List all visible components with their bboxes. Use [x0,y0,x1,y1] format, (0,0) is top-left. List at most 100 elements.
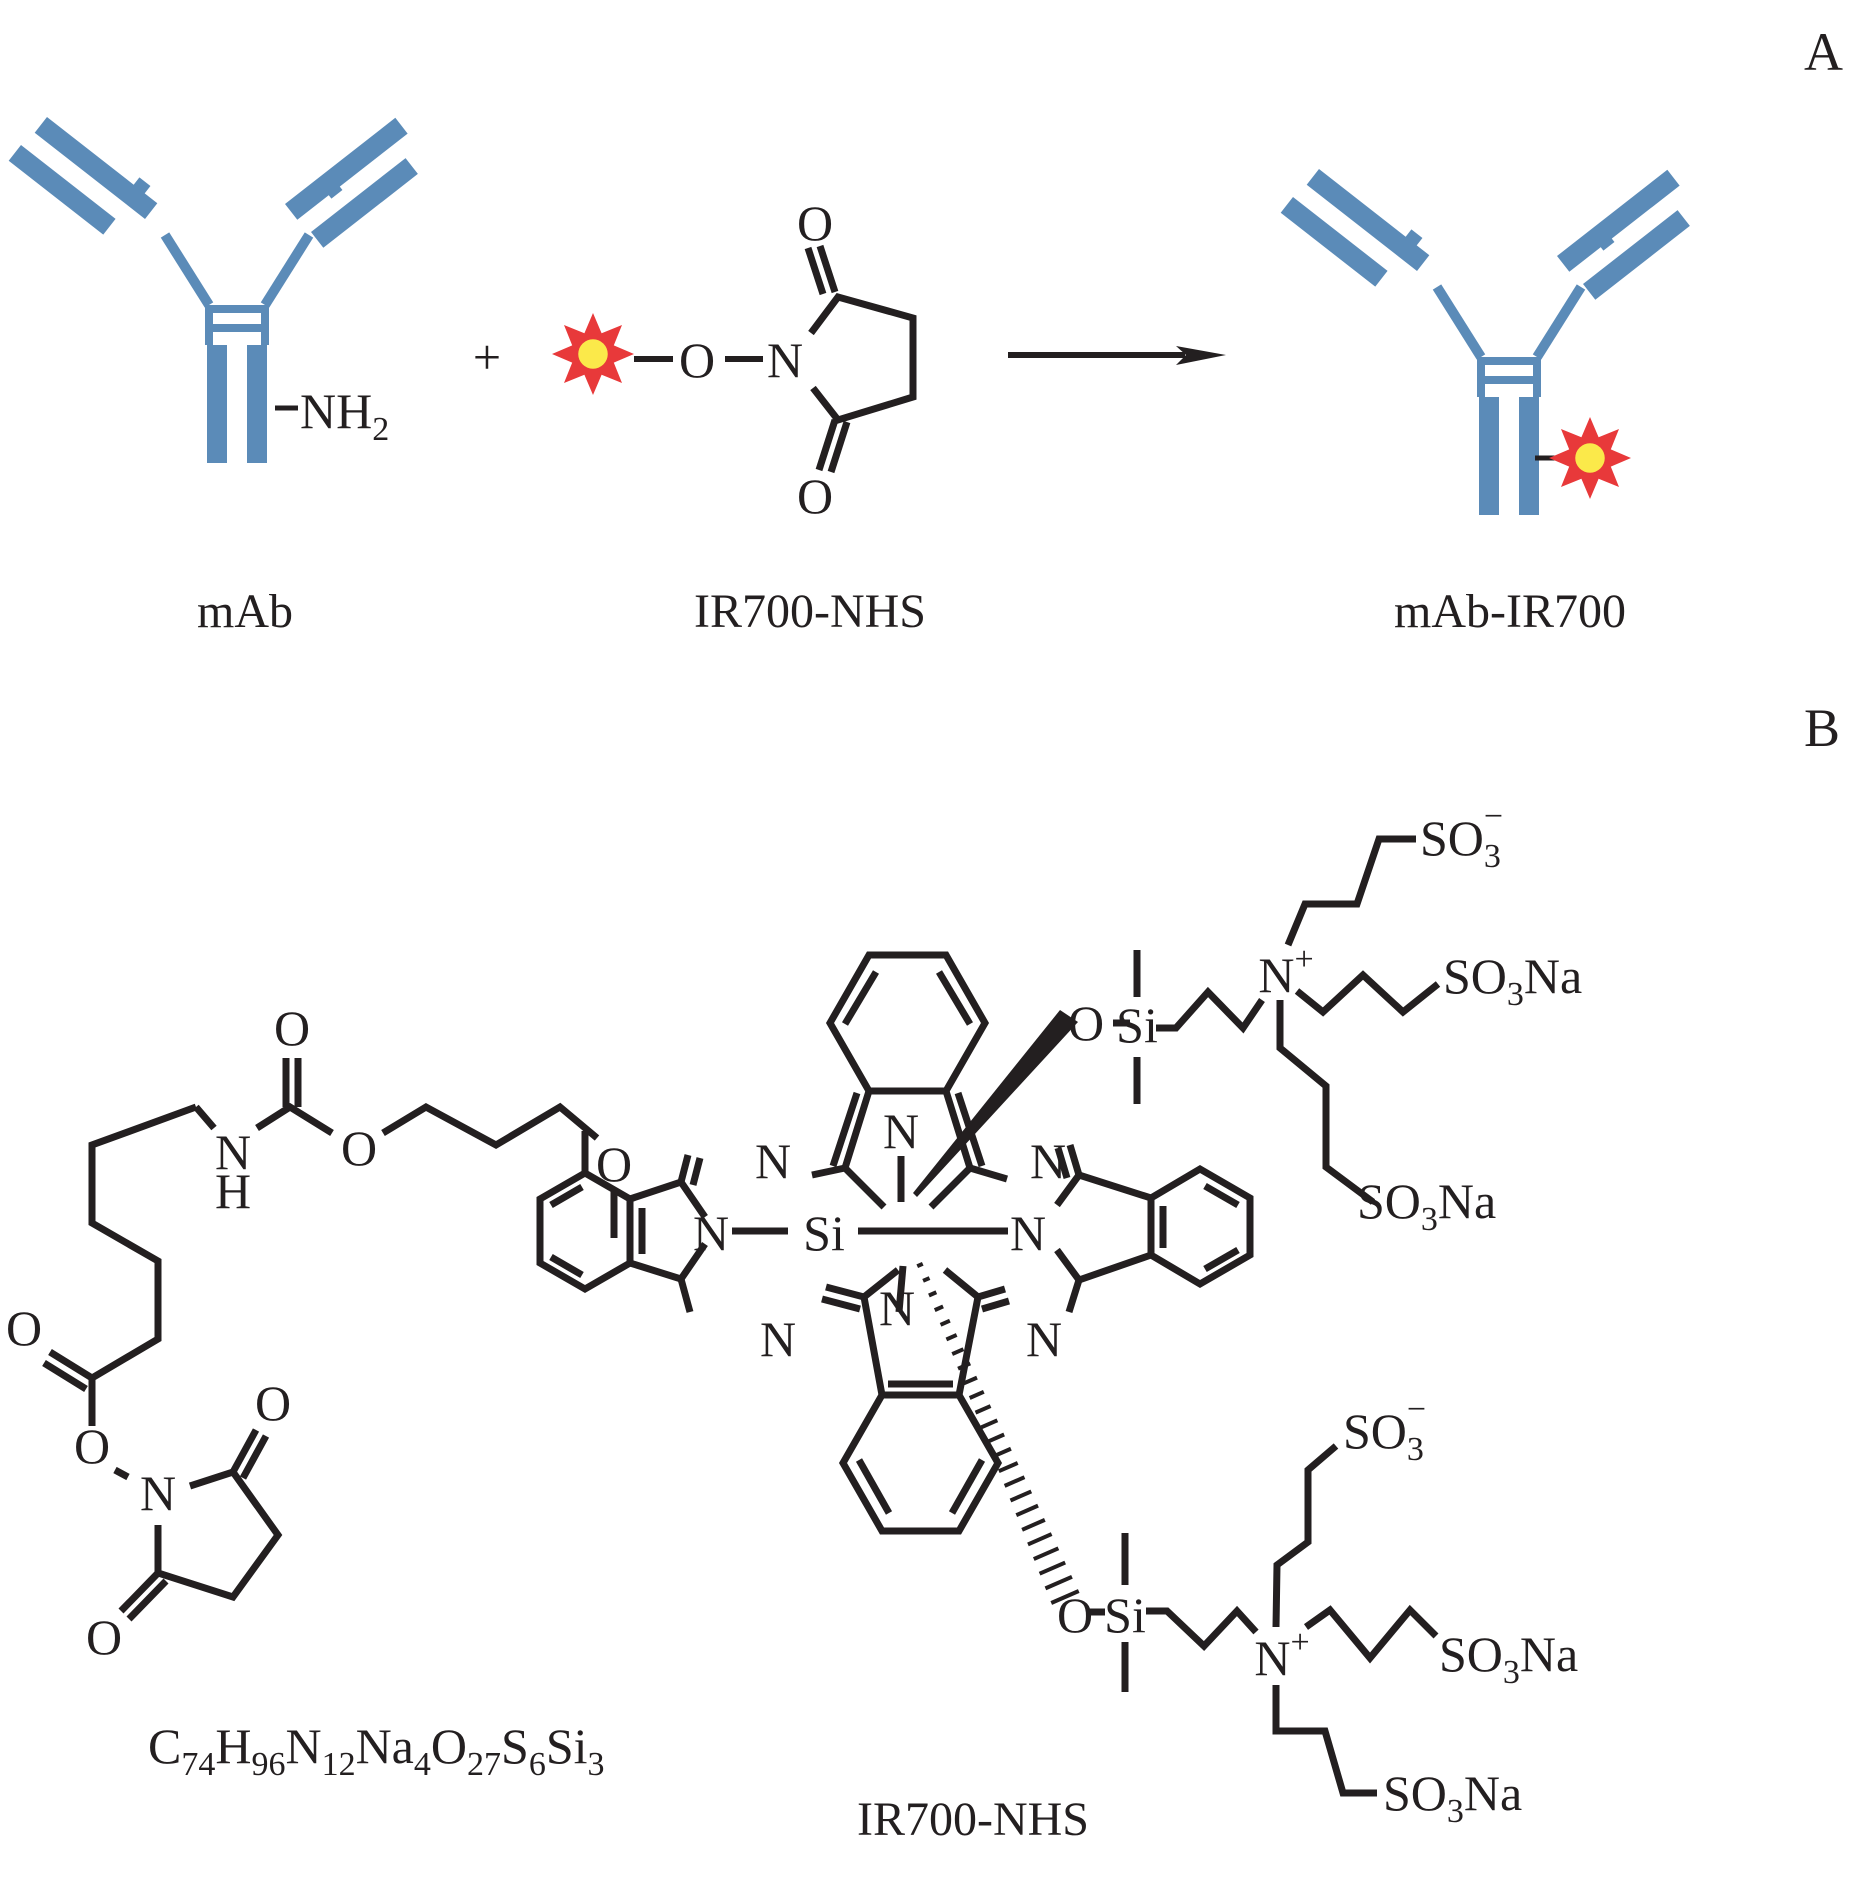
atom-n-meso-tl: N [755,1133,791,1189]
ir700-nhs-structure-label: IR700-NHS [857,1793,1089,1846]
wedge-bond [913,1010,1078,1197]
atom-o-top: O [797,195,833,251]
atom-n-left: N [693,1205,729,1261]
hash-stroke [951,1347,965,1356]
fab-light-left [8,145,116,235]
hash-stroke [963,1375,978,1386]
sodium-sulfonate-lower-2: SO3Na [1383,1765,1522,1830]
fab-light-right [310,158,418,248]
atom-n-bottom: N [879,1280,915,1336]
atom-si-center: Si [803,1205,845,1261]
atom-n-top: N [883,1103,919,1159]
hash-stroke [1032,1546,1060,1561]
atom-n: N [767,332,803,388]
succinimide-ring [804,244,917,474]
atom-o-upper: O [1068,995,1104,1051]
atom-o: O [679,332,715,388]
hash-stroke [1044,1574,1073,1591]
hash-stroke [1015,1503,1039,1517]
hash-bond [916,1261,1080,1605]
mab-ir700-label: mAb-IR700 [1394,585,1626,638]
hinge-arm-right [260,232,314,308]
fab-heavy-left [34,117,158,219]
formula-element: C [148,1718,181,1774]
hinge-region [1477,357,1541,397]
fab-light-left [1280,197,1388,287]
hash-stroke [933,1304,944,1312]
sodium-sulfonate-upper-2: SO3Na [1357,1173,1496,1238]
atom-n-meso-bl: N [760,1311,796,1367]
lower-siloxane-arm [1090,1443,1439,1797]
atom-n-meso-br: N [1026,1311,1062,1367]
atom-n-nhs: N [140,1465,176,1521]
plus-sign: + [473,329,501,385]
amine-group: NH2 [300,383,389,448]
atom-o-nhs: O [74,1418,110,1474]
upper-siloxane-arm [1113,835,1441,1205]
formula-element: N [285,1718,321,1774]
atom-h: H [215,1163,251,1219]
formula-element: H [215,1718,251,1774]
atom-o-ester: O [341,1120,377,1176]
atom-n-plus-upper: N+ [1258,941,1313,1003]
hash-stroke [992,1446,1012,1459]
antibody-icon [8,117,418,463]
formula-element: O [431,1718,467,1774]
atom-o-acid: O [6,1300,42,1356]
hash-stroke [1003,1475,1026,1488]
hash-stroke [939,1318,951,1327]
dye-core [578,339,608,369]
heavy-chain-fc [247,345,267,463]
formula-count: 12 [322,1746,356,1783]
molecular-formula: C74​H96​N12​Na4​O27​S6​Si3​ [148,1718,605,1783]
formula-count: 96 [251,1746,285,1783]
formula-count: 6 [529,1746,546,1783]
reaction-arrow-icon [1008,346,1226,365]
antibody-conjugate-icon [1280,168,1690,515]
formula-element: S [501,1718,529,1774]
hash-stroke [1050,1589,1080,1605]
dye-core [1575,443,1605,473]
hinge-region [205,305,269,345]
ir700-dye-conjugated-icon [1549,417,1631,499]
ir700-nhs-label: IR700-NHS [694,585,926,638]
hash-stroke [1021,1518,1046,1532]
fab-heavy-right [1557,169,1680,272]
hash-stroke [916,1261,924,1269]
atom-n-right: N [1010,1205,1046,1261]
formula-count: 3 [588,1746,605,1783]
hash-stroke [945,1333,958,1342]
atom-si-lower: Si [1104,1587,1146,1643]
ir700-nhs-structure: O N H O O O O N O O [6,798,1582,1830]
hash-stroke [1009,1489,1033,1503]
hash-stroke [986,1432,1005,1444]
sodium-sulfonate-upper-1: SO3Na [1443,948,1582,1013]
atom-o-nhs-bottom: O [86,1609,122,1665]
formula-element: Na [356,1718,414,1774]
hash-stroke [998,1461,1019,1474]
phthalocyanine-core [536,951,1254,1535]
fab-heavy-right [284,117,408,220]
fab-heavy-left [1306,168,1430,271]
heavy-chain-fc [1519,397,1539,515]
hinge-arm-left [160,232,214,308]
hinge-arm-left [1432,284,1486,360]
linker-chain [42,1058,618,1622]
atom-n-plus-lower: N+ [1254,1624,1309,1686]
panel-label-a: A [1804,22,1843,82]
panel-label-b: B [1804,698,1840,758]
heavy-chain-fc [207,345,227,463]
sulfonate-anion-lower: SO3− [1343,1391,1426,1468]
atom-n-carbamate: N [215,1124,251,1180]
hash-stroke [957,1361,972,1371]
hash-stroke [922,1276,931,1283]
hash-stroke [1038,1560,1066,1576]
fab-light-right [1583,210,1690,300]
hash-stroke [980,1418,999,1430]
formula-element: Si [546,1718,588,1774]
hash-stroke [974,1404,992,1415]
sulfonate-anion-upper: SO3− [1420,798,1503,875]
formula-count: 74 [181,1746,215,1783]
hash-stroke [928,1290,938,1298]
heavy-chain-fc [1479,397,1499,515]
